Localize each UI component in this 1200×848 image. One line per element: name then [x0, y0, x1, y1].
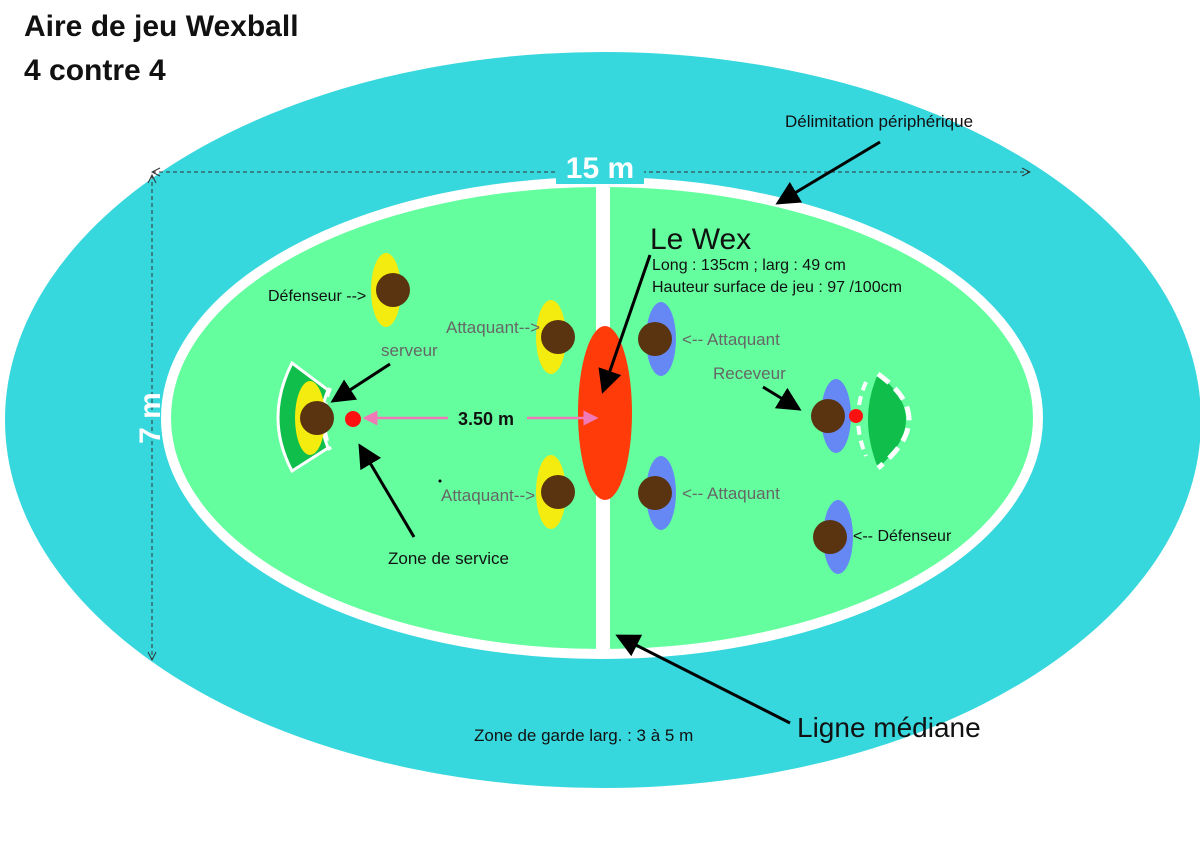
defender-left-label: Défenseur -->	[268, 288, 366, 305]
attacker-left-top	[536, 300, 575, 374]
service-distance-label: 3.50 m	[458, 409, 514, 429]
server-label: serveur	[381, 341, 438, 360]
midline-arrow	[615, 634, 791, 725]
title-line-2: 4 contre 4	[24, 54, 166, 87]
server-arrow	[330, 362, 391, 403]
server-player	[295, 381, 334, 455]
ball-right	[849, 409, 863, 423]
service-zone-right	[856, 371, 912, 470]
length-label: 15 m	[566, 152, 634, 185]
attacker-right-bottom-label: <-- Attaquant	[682, 484, 780, 503]
length-label-bg	[556, 150, 644, 184]
defender-left	[371, 253, 410, 327]
attacker-right-bottom	[638, 456, 676, 530]
title-line-1: Aire de jeu Wexball	[24, 10, 299, 43]
attacker-left-bottom-label: Attaquant-->	[441, 486, 535, 505]
wex-title-label: Le Wex	[650, 223, 751, 256]
attacker-right-top-label: <-- Attaquant	[682, 330, 780, 349]
wex-dimensions-label: Long : 135cm ; larg : 49 cm	[652, 257, 846, 274]
perimeter-label: Délimitation périphérique	[785, 112, 973, 131]
attacker-left-top-label: Attaquant-->	[446, 318, 540, 337]
wex-table	[578, 326, 632, 500]
service-zone-label: Zone de service	[388, 549, 509, 568]
attacker-left-bottom	[536, 455, 575, 529]
width-label: 7 m	[134, 392, 167, 444]
wex-height-label: Hauteur surface de jeu : 97 /100cm	[652, 279, 902, 296]
ball-left	[345, 411, 361, 427]
defender-right	[813, 500, 853, 574]
wex-arrow	[598, 254, 652, 394]
midline-label: Ligne médiane	[797, 712, 981, 743]
attacker-right-top	[638, 302, 676, 376]
receiver-label: Receveur	[713, 364, 786, 383]
stray-dot	[438, 479, 442, 483]
receiver-player	[811, 379, 851, 453]
defender-right-label: <-- Défenseur	[853, 528, 952, 545]
service-zone-arrow	[358, 443, 416, 538]
guard-zone-label: Zone de garde larg. : 3 à 5 m	[474, 726, 693, 745]
receiver-arrow	[762, 385, 802, 411]
perimeter-arrow	[775, 140, 881, 205]
